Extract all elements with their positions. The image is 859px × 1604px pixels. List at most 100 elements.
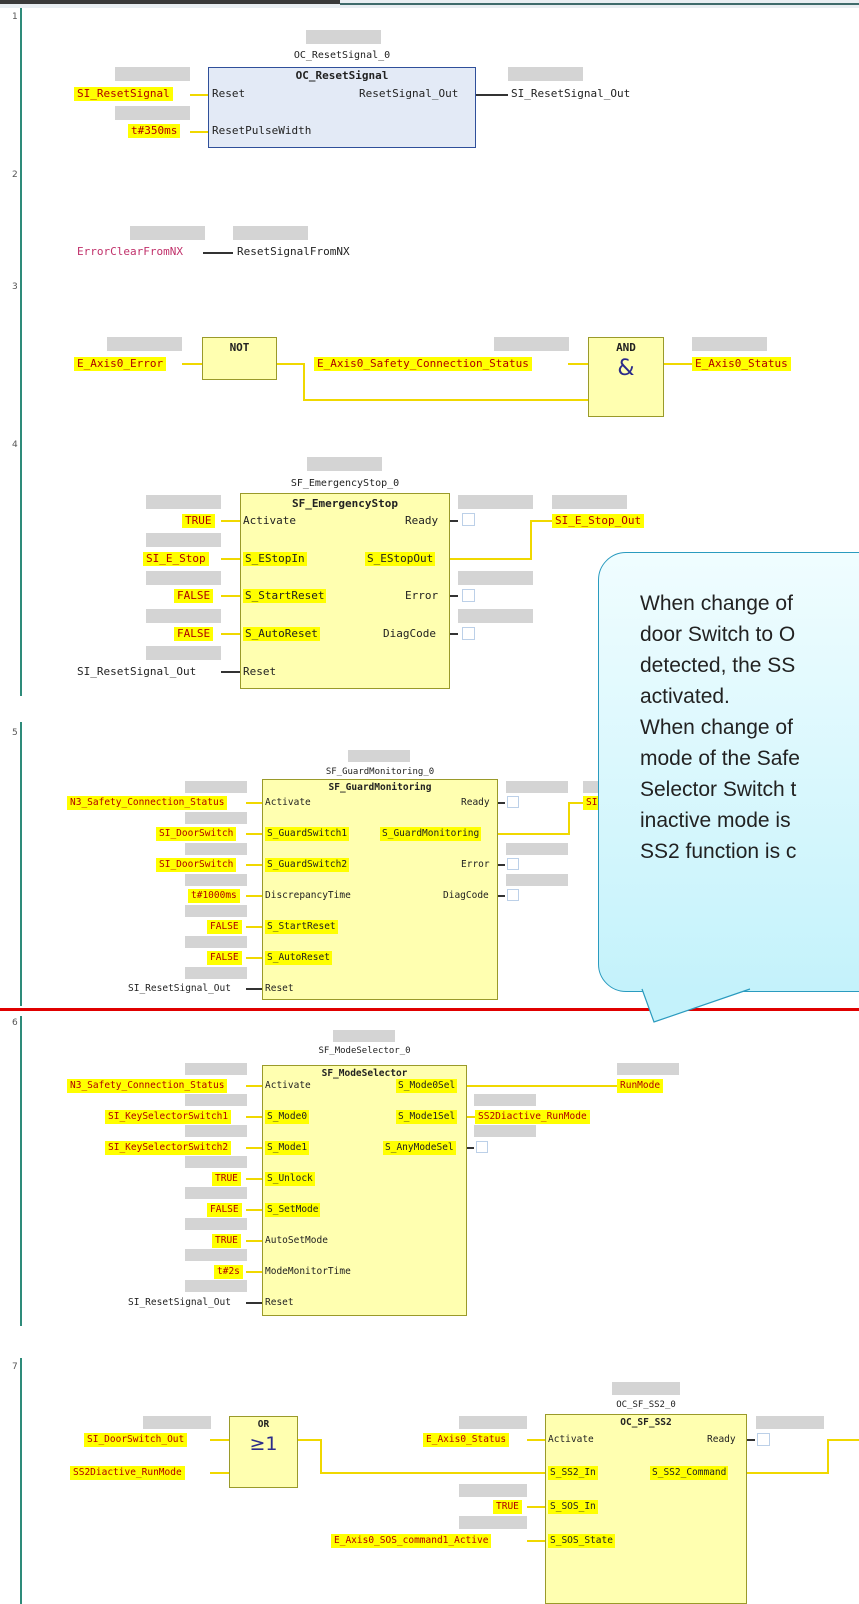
comment-placeholder <box>146 571 221 585</box>
fb-type-name: SF_EmergencyStop <box>292 497 398 510</box>
connection-wire <box>530 520 552 522</box>
or-block[interactable] <box>229 1416 298 1488</box>
rung-number: 5 <box>12 728 18 738</box>
comment-placeholder <box>617 1063 679 1075</box>
input-variable[interactable]: FALSE <box>174 589 214 603</box>
connection-wire <box>246 1085 262 1087</box>
input-variable[interactable]: N3_Safety_Connection_Status <box>67 796 228 810</box>
input-variable[interactable]: SI_DoorSwitch <box>156 858 237 872</box>
input-variable[interactable]: TRUE <box>212 1234 241 1248</box>
input-variable[interactable]: SI_ResetSignal_Out <box>128 983 231 994</box>
connection-wire <box>303 399 588 401</box>
input-variable[interactable]: E_Axis0_Status <box>423 1433 510 1447</box>
input-variable[interactable]: FALSE <box>207 1203 242 1217</box>
empty-output-box[interactable] <box>507 889 519 901</box>
empty-output-box[interactable] <box>462 627 475 640</box>
empty-output-box[interactable] <box>462 589 475 602</box>
comment-placeholder <box>185 843 247 855</box>
fb-type-name: OC_SF_SS2 <box>620 1417 672 1428</box>
comment-placeholder <box>146 495 221 509</box>
output-variable[interactable]: SI_ResetSignal_Out <box>511 87 631 100</box>
connection-wire <box>221 671 240 673</box>
connection-wire <box>246 1302 262 1304</box>
connection-wire <box>527 1439 545 1441</box>
comment-placeholder <box>458 495 533 509</box>
function-block[interactable] <box>208 67 476 148</box>
fb-input-pin: Reset <box>265 983 294 994</box>
input-variable[interactable]: t#350ms <box>128 124 181 138</box>
comment-placeholder <box>506 843 568 855</box>
empty-output-box[interactable] <box>507 858 519 870</box>
connection-wire <box>246 833 262 835</box>
connection-wire <box>450 558 532 560</box>
input-variable[interactable]: SI_DoorSwitch <box>156 827 237 841</box>
input-variable[interactable]: SI_ResetSignal <box>74 87 173 101</box>
input-variable[interactable]: SI_KeySelectorSwitch2 <box>105 1141 232 1155</box>
input-variable[interactable]: E_Axis0_SOS_command1_Active <box>331 1534 492 1548</box>
input-variable[interactable]: N3_Safety_Connection_Status <box>67 1079 228 1093</box>
input-variable[interactable]: TRUE <box>182 514 215 528</box>
output-variable[interactable]: RunMode <box>617 1079 664 1093</box>
fb-input-pin: ResetPulseWidth <box>212 124 312 137</box>
input-variable[interactable]: SS2Diactive_RunMode <box>70 1466 185 1480</box>
connection-wire <box>827 1439 859 1441</box>
input-variable[interactable]: SI_DoorSwitch_Out <box>84 1433 188 1447</box>
empty-output-box[interactable] <box>476 1141 488 1153</box>
rung-number: 3 <box>12 282 18 292</box>
connection-wire <box>303 363 305 401</box>
function-block[interactable] <box>262 1065 467 1316</box>
output-variable[interactable]: E_Axis0_Status <box>692 357 791 371</box>
input-variable[interactable]: TRUE <box>493 1500 522 1514</box>
target-variable[interactable]: ResetSignalFromNX <box>237 245 350 258</box>
input-variable[interactable]: SI_KeySelectorSwitch1 <box>105 1110 232 1124</box>
fb-input-pin: Reset <box>212 87 246 100</box>
input-variable[interactable]: FALSE <box>207 920 242 934</box>
input-variable[interactable]: FALSE <box>207 951 242 965</box>
or-symbol: ≥1 <box>249 1433 278 1455</box>
source-variable[interactable]: ErrorClearFromNX <box>77 245 183 258</box>
rung-number: 2 <box>12 170 18 180</box>
comment-placeholder <box>146 609 221 623</box>
comment-placeholder <box>474 1094 536 1106</box>
or-block-title: OR <box>257 1419 270 1430</box>
comment-placeholder <box>692 337 767 351</box>
connection-wire <box>246 1240 262 1242</box>
input-variable[interactable]: TRUE <box>212 1172 241 1186</box>
input-variable[interactable]: t#2s <box>214 1265 243 1279</box>
comment-placeholder <box>185 1249 247 1261</box>
comment-placeholder <box>333 1030 395 1042</box>
output-variable[interactable]: SI <box>583 796 601 810</box>
and-block[interactable] <box>588 337 664 417</box>
comment-placeholder <box>185 936 247 948</box>
fb-type-name: SF_GuardMonitoring <box>328 782 432 793</box>
comment-placeholder <box>146 533 221 547</box>
comment-placeholder <box>107 337 182 351</box>
fb-input-pin: ModeMonitorTime <box>265 1266 351 1277</box>
output-variable[interactable]: SS2Diactive_RunMode <box>475 1110 590 1124</box>
connection-wire <box>246 926 262 928</box>
output-variable[interactable]: SI_E_Stop_Out <box>552 514 645 528</box>
comment-placeholder <box>185 1125 247 1137</box>
fb-input-pin: Reset <box>243 665 277 678</box>
fb-output-pin: ResetSignal_Out <box>359 87 459 100</box>
empty-output-box[interactable] <box>757 1433 770 1446</box>
input-variable[interactable]: FALSE <box>174 627 214 641</box>
not-block[interactable] <box>202 337 277 380</box>
rung-separator-line <box>0 1008 859 1011</box>
input-variable[interactable]: E_Axis0_Error <box>74 357 167 371</box>
connection-wire <box>450 595 458 597</box>
connection-wire <box>190 131 208 133</box>
fb-input-pin: Activate <box>243 514 296 527</box>
not-block-title: NOT <box>229 341 250 354</box>
empty-output-box[interactable] <box>507 796 519 808</box>
fb-input-pin: S_GuardSwitch1 <box>265 827 350 841</box>
input-variable[interactable]: SI_E_Stop <box>143 552 209 566</box>
input-variable[interactable]: SI_ResetSignal_Out <box>128 1297 231 1308</box>
input-variable[interactable]: t#1000ms <box>188 889 240 903</box>
input-variable[interactable]: E_Axis0_Safety_Connection_Status <box>314 357 532 371</box>
comment-placeholder <box>185 1280 247 1292</box>
empty-output-box[interactable] <box>462 513 475 526</box>
comment-placeholder <box>115 67 190 81</box>
input-variable[interactable]: SI_ResetSignal_Out <box>77 665 197 678</box>
connection-wire <box>246 895 262 897</box>
